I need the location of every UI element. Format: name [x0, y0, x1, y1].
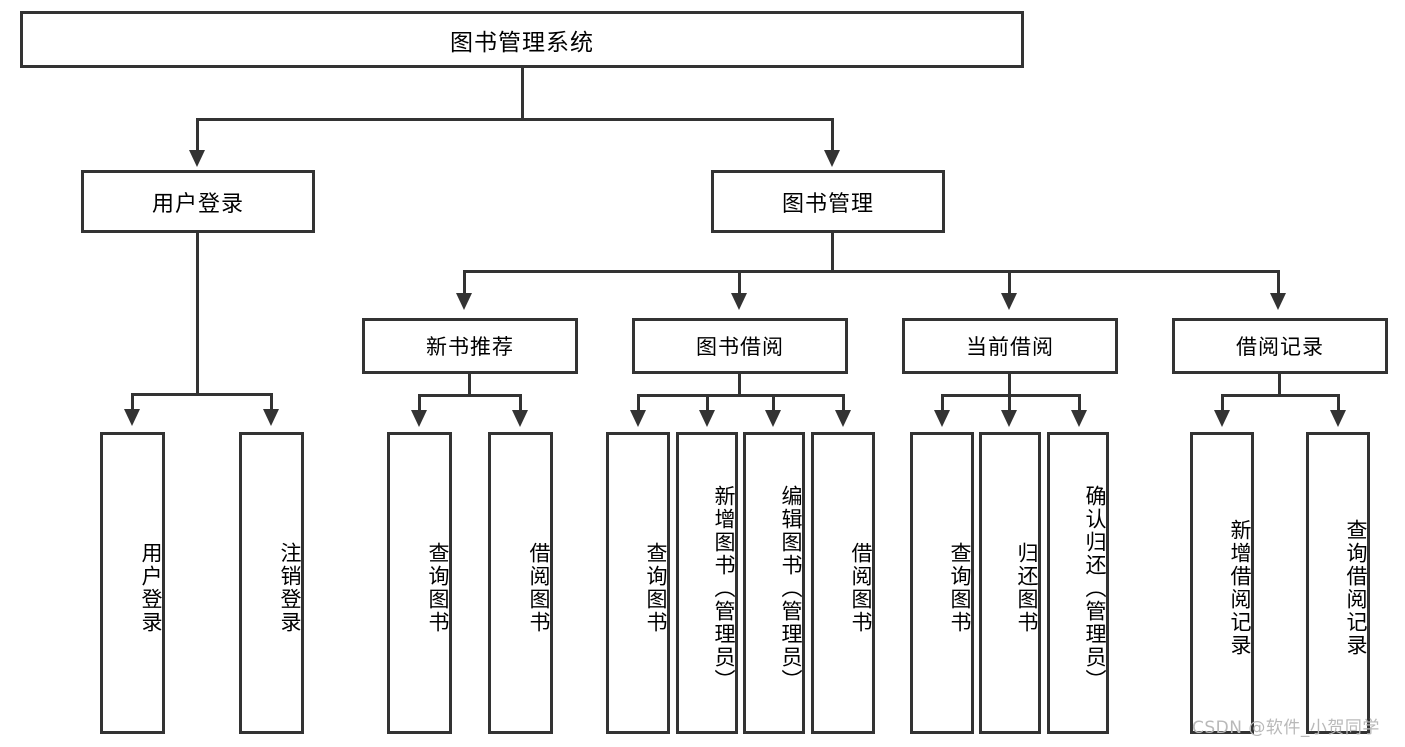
leaf-borrow-book-borrow[interactable]: 借阅图书: [811, 432, 875, 734]
edge-book-mgmt-drop-2: [738, 270, 741, 295]
edge-root-to-user-login: [196, 118, 199, 152]
node-label: 新书推荐: [426, 331, 514, 361]
edge-root-to-book-mgmt: [831, 118, 834, 152]
edge-book-borrow-stem: [738, 374, 741, 396]
edge-book-mgmt-drop-1: [463, 270, 466, 295]
edge-new-book-stem: [468, 374, 471, 396]
arrow-to-leaf-borrow-book-b: [835, 410, 851, 427]
node-label: 新增借阅记录: [1227, 519, 1251, 657]
arrow-to-leaf-confirm-return: [1071, 410, 1087, 427]
node-label: 借阅图书: [526, 542, 550, 634]
node-label: 编辑图书（管理员）: [778, 485, 802, 692]
arrow-to-book-borrow: [731, 293, 747, 310]
node-book-borrow[interactable]: 图书借阅: [632, 318, 848, 374]
node-label: 查询图书: [425, 542, 449, 634]
node-label: 注销登录: [277, 542, 301, 634]
edge-user-login-stem: [196, 233, 199, 395]
node-label: 新增图书（管理员）: [711, 485, 735, 692]
leaf-add-borrow-record[interactable]: 新增借阅记录: [1190, 432, 1254, 734]
arrow-to-leaf-edit-book: [765, 410, 781, 427]
arrow-to-leaf-query-book-c: [934, 410, 950, 427]
arrow-to-leaf-return-book: [1001, 410, 1017, 427]
arrow-to-leaf-add-record: [1214, 410, 1230, 427]
leaf-query-book-current[interactable]: 查询图书: [910, 432, 974, 734]
leaf-confirm-return-admin[interactable]: 确认归还（管理员）: [1047, 432, 1109, 734]
node-label: 查询图书: [643, 542, 667, 634]
node-label: 用户登录: [152, 186, 244, 218]
edge-book-mgmt-drop-4: [1277, 270, 1280, 295]
leaf-logout[interactable]: 注销登录: [239, 432, 304, 734]
edge-book-mgmt-bus: [463, 270, 1280, 273]
edge-book-mgmt-drop-3: [1008, 270, 1011, 295]
leaf-query-borrow-record[interactable]: 查询借阅记录: [1306, 432, 1370, 734]
node-user-login[interactable]: 用户登录: [81, 170, 315, 233]
arrow-to-borrow-record: [1270, 293, 1286, 310]
edge-new-book-bus: [418, 394, 522, 397]
node-label: 借阅记录: [1236, 331, 1324, 361]
edge-user-login-bus: [131, 393, 273, 396]
node-label: 当前借阅: [966, 331, 1054, 361]
edge-book-mgmt-stem: [831, 233, 834, 272]
edge-root-bus: [196, 118, 834, 121]
arrow-to-leaf-logout: [263, 409, 279, 426]
node-label: 确认归还（管理员）: [1082, 485, 1106, 692]
edge-book-borrow-bus: [637, 394, 845, 397]
edge-current-borrow-bus: [941, 394, 1081, 397]
edge-borrow-record-stem: [1278, 374, 1281, 396]
leaf-query-book-borrow[interactable]: 查询图书: [606, 432, 670, 734]
node-label: 用户登录: [138, 542, 162, 634]
arrow-to-leaf-user-login: [124, 409, 140, 426]
node-new-book-recommend[interactable]: 新书推荐: [362, 318, 578, 374]
arrow-to-user-login: [189, 150, 205, 167]
node-label: 图书借阅: [696, 331, 784, 361]
node-root-system[interactable]: 图书管理系统: [20, 11, 1024, 68]
arrow-to-current-borrow: [1001, 293, 1017, 310]
arrow-to-leaf-borrow-book-a: [512, 410, 528, 427]
edge-current-borrow-stem: [1008, 374, 1011, 396]
node-label: 图书管理系统: [450, 23, 594, 57]
node-borrow-record[interactable]: 借阅记录: [1172, 318, 1388, 374]
leaf-return-book[interactable]: 归还图书: [979, 432, 1041, 734]
node-label: 归还图书: [1014, 542, 1038, 634]
edge-root-stem: [521, 68, 524, 118]
node-current-borrow[interactable]: 当前借阅: [902, 318, 1118, 374]
edge-borrow-record-bus: [1221, 394, 1340, 397]
csdn-watermark: CSDN @软件_小贺同学: [1192, 713, 1380, 738]
leaf-query-book-recommend[interactable]: 查询图书: [387, 432, 452, 734]
leaf-borrow-book-recommend[interactable]: 借阅图书: [488, 432, 553, 734]
node-label: 查询图书: [947, 542, 971, 634]
arrow-to-leaf-query-record: [1330, 410, 1346, 427]
arrow-to-leaf-add-book: [699, 410, 715, 427]
leaf-add-book-admin[interactable]: 新增图书（管理员）: [676, 432, 738, 734]
arrow-to-leaf-query-book-a: [411, 410, 427, 427]
node-label: 借阅图书: [848, 542, 872, 634]
arrow-to-leaf-query-book-b: [630, 410, 646, 427]
leaf-edit-book-admin[interactable]: 编辑图书（管理员）: [743, 432, 805, 734]
node-book-management[interactable]: 图书管理: [711, 170, 945, 233]
arrow-to-new-book-recommend: [456, 293, 472, 310]
node-label: 图书管理: [782, 186, 874, 218]
node-label: 查询借阅记录: [1343, 519, 1367, 657]
leaf-user-login[interactable]: 用户登录: [100, 432, 165, 734]
arrow-to-book-mgmt: [824, 150, 840, 167]
